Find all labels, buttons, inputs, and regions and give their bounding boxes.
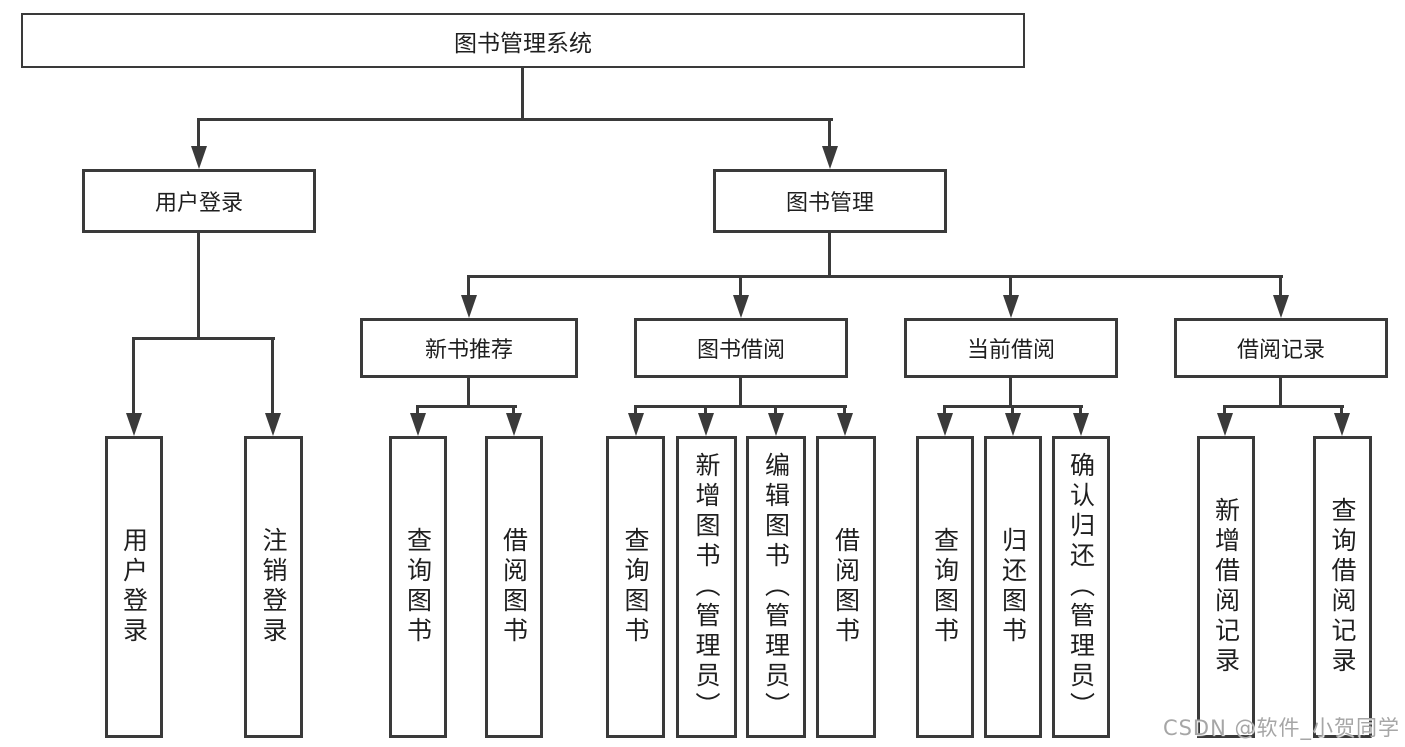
connector-group1-drop	[739, 275, 742, 297]
connector-g3-c0-drop	[1223, 405, 1226, 415]
connector-group0-drop	[467, 275, 470, 297]
arrowhead-g2-c0	[937, 413, 953, 436]
connector-root-stem	[521, 68, 524, 118]
node-leaf-bb-add-book-admin: 新增图书（管理员）	[676, 436, 737, 738]
arrowhead-group2	[1003, 295, 1019, 318]
node-root: 图书管理系统	[21, 13, 1025, 68]
connector-g2-c2-drop	[1079, 405, 1082, 415]
node-leaf-bb-query-books: 查询图书	[606, 436, 665, 738]
node-new-book-recommend: 新书推荐	[360, 318, 578, 378]
connector-g1-c1-drop	[704, 405, 707, 415]
connector-level2-branch	[197, 118, 833, 121]
connector-g3-stem	[1279, 378, 1282, 405]
arrowhead-g1-c0	[628, 413, 644, 436]
connector-g3-c1-drop	[1340, 405, 1343, 415]
connector-mgmt-stem	[828, 233, 831, 275]
arrowhead-g1-c1	[698, 413, 714, 436]
connector-login-child1-drop	[271, 337, 274, 415]
connector-g1-c0-drop	[634, 405, 637, 415]
arrowhead-login	[191, 146, 207, 169]
connector-g0-c1-drop	[512, 405, 515, 415]
node-leaf-cb-confirm-return-admin: 确认归还（管理员）	[1052, 436, 1110, 738]
node-leaf-bb-borrow-books: 借阅图书	[816, 436, 876, 738]
connector-g2-c1-drop	[1011, 405, 1014, 415]
node-user-login: 用户登录	[82, 169, 316, 233]
arrowhead-g0-c1	[506, 413, 522, 436]
node-book-mgmt: 图书管理	[713, 169, 947, 233]
arrowhead-g3-c0	[1217, 413, 1233, 436]
node-leaf-nb-query-books: 查询图书	[389, 436, 447, 738]
connector-g1-branch	[634, 405, 847, 408]
connector-g0-stem	[467, 378, 470, 405]
arrowhead-g3-c1	[1334, 413, 1350, 436]
node-leaf-br-query-record: 查询借阅记录	[1313, 436, 1372, 738]
connector-level3-branch	[468, 275, 1283, 278]
arrowhead-g1-c2	[768, 413, 784, 436]
connector-g2-stem	[1009, 378, 1012, 405]
node-borrow-records: 借阅记录	[1174, 318, 1388, 378]
node-current-borrow: 当前借阅	[904, 318, 1118, 378]
csdn-watermark: CSDN @软件_小贺同学	[1162, 716, 1400, 740]
arrowhead-group0	[461, 295, 477, 318]
arrowhead-login-child1	[265, 413, 281, 436]
connector-g0-c0-drop	[416, 405, 419, 415]
connector-g2-c0-drop	[943, 405, 946, 415]
arrowhead-mgmt	[822, 146, 838, 169]
connector-login-branch	[133, 337, 275, 340]
arrowhead-g2-c2	[1073, 413, 1089, 436]
arrowhead-group1	[733, 295, 749, 318]
node-book-borrow: 图书借阅	[634, 318, 848, 378]
arrowhead-g1-c3	[837, 413, 853, 436]
node-leaf-cb-query-books: 查询图书	[916, 436, 974, 738]
connector-login-drop	[197, 118, 200, 148]
arrowhead-g2-c1	[1005, 413, 1021, 436]
node-leaf-logout: 注销登录	[244, 436, 303, 738]
connector-g1-stem	[739, 378, 742, 405]
arrowhead-group3	[1273, 295, 1289, 318]
connector-g3-branch	[1223, 405, 1344, 408]
connector-group3-drop	[1279, 275, 1282, 297]
node-leaf-user-login: 用户登录	[105, 436, 163, 738]
connector-mgmt-drop	[828, 118, 831, 148]
node-leaf-cb-return-books: 归还图书	[984, 436, 1042, 738]
connector-group2-drop	[1009, 275, 1012, 297]
connector-login-stem	[197, 233, 200, 337]
node-leaf-nb-borrow-books: 借阅图书	[485, 436, 543, 738]
connector-g1-c2-drop	[774, 405, 777, 415]
arrowhead-login-child0	[126, 413, 142, 436]
node-leaf-br-add-record: 新增借阅记录	[1197, 436, 1255, 738]
connector-login-child0-drop	[132, 337, 135, 415]
connector-g0-branch	[417, 405, 517, 408]
connector-g1-c3-drop	[843, 405, 846, 415]
arrowhead-g0-c0	[410, 413, 426, 436]
node-leaf-bb-edit-book-admin: 编辑图书（管理员）	[746, 436, 806, 738]
